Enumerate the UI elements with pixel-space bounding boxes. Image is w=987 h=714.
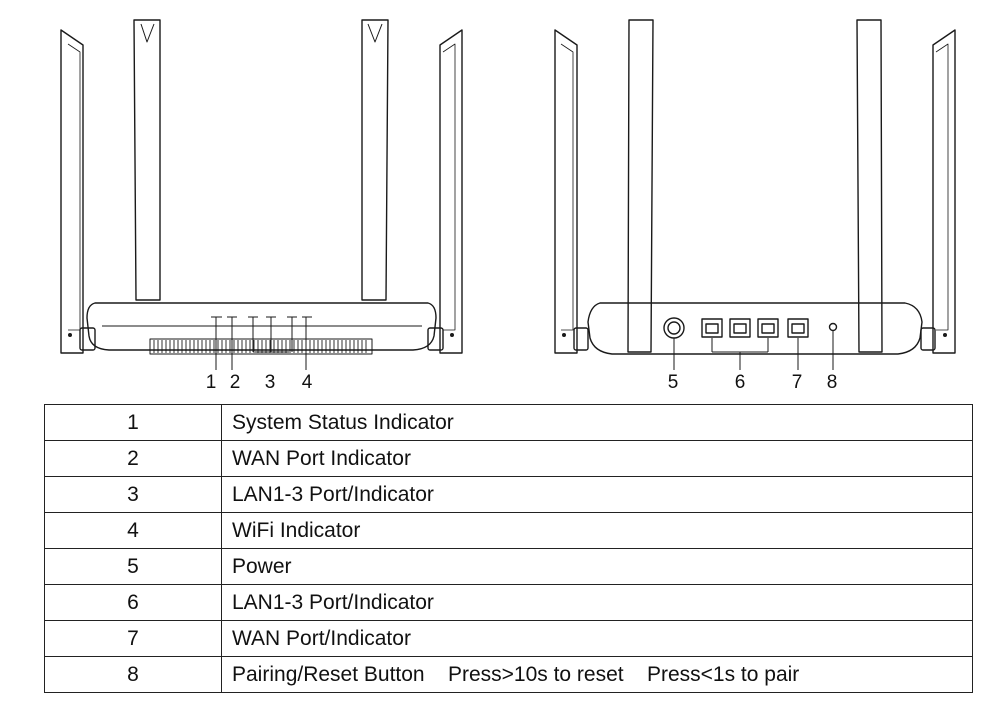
router-body-front xyxy=(86,302,437,351)
table-row: 7 WAN Port/Indicator xyxy=(44,620,973,657)
front-left-antenna xyxy=(133,19,161,301)
table-row: 3 LAN1-3 Port/Indicator xyxy=(44,476,973,513)
front-left-side-antenna xyxy=(60,29,84,354)
callout-5: 5 xyxy=(668,372,679,393)
router-figure: 1 2 3 4 5 6 7 8 xyxy=(60,19,956,393)
table-row: 6 LAN1-3 Port/Indicator xyxy=(44,584,973,621)
router-body-back xyxy=(587,302,923,355)
row-description: LAN1-3 Port/Indicator xyxy=(221,584,973,621)
row-description: Pairing/Reset Button Press>10s to reset … xyxy=(221,656,973,693)
table-row: 8 Pairing/Reset Button Press>10s to rese… xyxy=(44,656,973,693)
router-front-view xyxy=(60,19,463,370)
row-description: WAN Port/Indicator xyxy=(221,620,973,657)
table-row: 4 WiFi Indicator xyxy=(44,512,973,549)
back-right-antenna xyxy=(856,19,883,353)
back-left-antenna xyxy=(627,19,654,353)
row-description: WiFi Indicator xyxy=(221,512,973,549)
row-description: WAN Port Indicator xyxy=(221,440,973,477)
table-row: 5 Power xyxy=(44,548,973,585)
table-row: 2 WAN Port Indicator xyxy=(44,440,973,477)
callout-3: 3 xyxy=(265,372,276,393)
callout-8: 8 xyxy=(827,372,838,393)
callout-4: 4 xyxy=(302,372,313,393)
vent-grille xyxy=(149,338,373,355)
ethernet-ports xyxy=(701,318,809,338)
front-right-antenna xyxy=(361,19,389,301)
row-number: 4 xyxy=(44,512,222,549)
callout-7: 7 xyxy=(792,372,803,393)
row-number: 7 xyxy=(44,620,222,657)
back-right-side-antenna xyxy=(932,29,956,354)
row-description: System Status Indicator xyxy=(221,404,973,441)
row-number: 1 xyxy=(44,404,222,441)
row-number: 5 xyxy=(44,548,222,585)
callout-1: 1 xyxy=(206,372,217,393)
reset-pinhole xyxy=(828,322,838,332)
row-number: 3 xyxy=(44,476,222,513)
row-number: 6 xyxy=(44,584,222,621)
callout-6: 6 xyxy=(735,372,746,393)
callout-2: 2 xyxy=(230,372,241,393)
front-right-side-antenna xyxy=(439,29,463,354)
row-description: LAN1-3 Port/Indicator xyxy=(221,476,973,513)
router-diagram: 1 2 3 4 5 6 7 8 xyxy=(60,19,956,393)
row-number: 2 xyxy=(44,440,222,477)
router-back-view xyxy=(554,19,956,370)
legend-table: 1 System Status Indicator 2 WAN Port Ind… xyxy=(44,404,973,693)
power-jack xyxy=(663,317,685,339)
back-left-side-antenna xyxy=(554,29,578,354)
row-description: Power xyxy=(221,548,973,585)
table-row: 1 System Status Indicator xyxy=(44,404,973,441)
row-number: 8 xyxy=(44,656,222,693)
